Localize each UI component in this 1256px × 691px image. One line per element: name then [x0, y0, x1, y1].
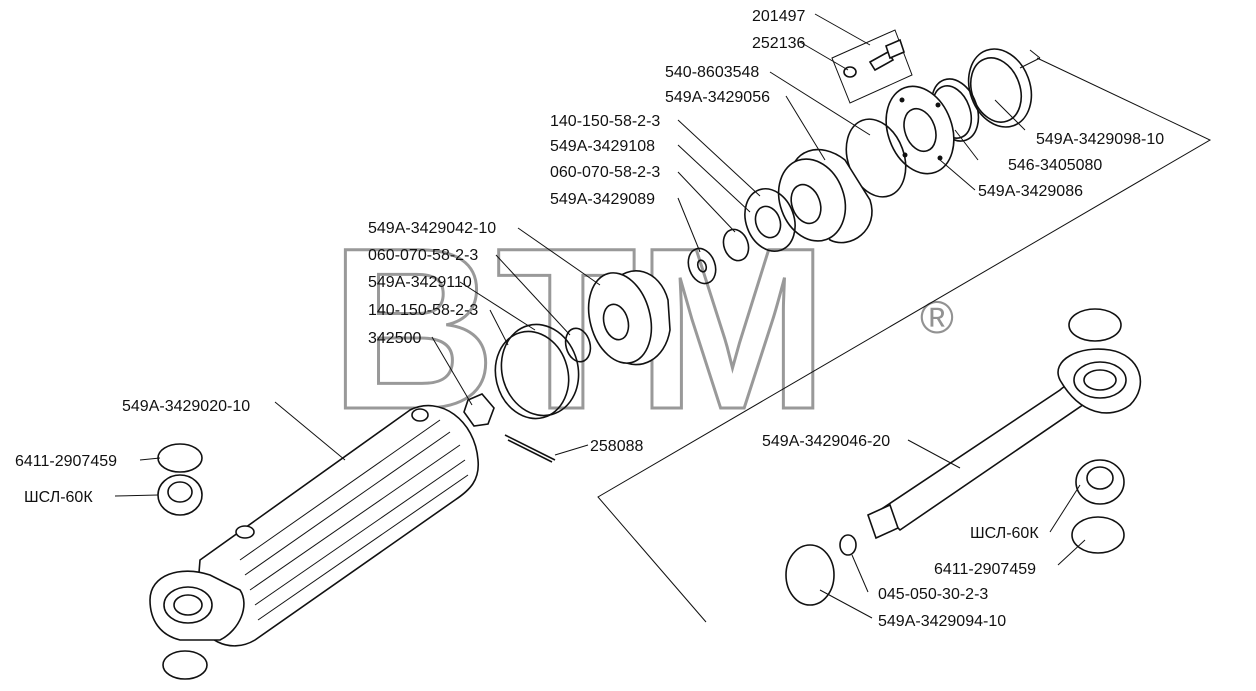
ring-549A-3429094-shape	[785, 544, 835, 606]
label-258088: 258088	[590, 438, 643, 455]
circlip-right-bottom-shape	[1071, 516, 1125, 554]
bolt-washer-group	[831, 29, 913, 104]
rod-eye-shape	[1057, 348, 1142, 414]
label-549A-3429098-10: 549A-3429098-10	[1036, 131, 1164, 148]
leader-lines	[114, 13, 1086, 619]
port-top-shape	[411, 408, 429, 422]
circlip-right-top-shape	[1068, 308, 1122, 342]
label-140-150-58-2-3-mid: 140-150-58-2-3	[368, 302, 478, 319]
label-060-070-58-2-3-top: 060-070-58-2-3	[550, 164, 660, 181]
label-549A-3429042-10: 549A-3429042-10	[368, 220, 496, 237]
ring-140-150-top-shape	[744, 188, 796, 252]
label-549A-3429086: 549A-3429086	[978, 183, 1083, 200]
ring-549A-3429098-shape	[967, 48, 1033, 128]
label-549A-3429020-10: 549A-3429020-10	[122, 398, 250, 415]
ring-140-150-mid-shape	[494, 330, 570, 420]
label-060-070-58-2-3-mid: 060-070-58-2-3	[368, 247, 478, 264]
oring-045-050-shape	[839, 534, 857, 556]
flange-549A-3429086-shape	[885, 85, 955, 175]
part-labels: 201497 252136 540-8603548 549A-3429056 1…	[15, 8, 1164, 630]
circlip-left-top-shape	[157, 443, 203, 473]
middle-piston	[463, 270, 671, 463]
upper-guide	[687, 148, 873, 285]
rod-thread-shape	[867, 503, 899, 540]
bearing-right-shape	[1075, 459, 1125, 505]
piston-549A-3429042-shape	[587, 272, 653, 364]
bearing-left-shape	[157, 474, 203, 516]
piston-rod	[785, 308, 1142, 606]
label-549A-3429094-10: 549A-3429094-10	[878, 613, 1006, 630]
label-140-150-58-2-3-top: 140-150-58-2-3	[550, 113, 660, 130]
label-546-3405080: 546-3405080	[1008, 157, 1102, 174]
label-shsl-60k-right: ШСЛ-60К	[970, 525, 1039, 542]
label-549A-3429056: 549A-3429056	[665, 89, 770, 106]
top-right-parts	[845, 48, 1033, 198]
circlip-left-bottom-shape	[162, 650, 208, 680]
ring-060-070-top-shape	[722, 228, 750, 262]
ring-060-070-mid-shape	[564, 327, 592, 363]
label-6411-2907459-left: 6411-2907459	[15, 453, 117, 470]
label-252136: 252136	[752, 35, 805, 52]
label-shsl-60k-left: ШСЛ-60К	[24, 489, 93, 506]
washer-252136-shape	[843, 66, 857, 78]
port-bottom-shape	[235, 525, 255, 539]
label-540-8603548: 540-8603548	[665, 64, 759, 81]
label-549A-3429089: 549A-3429089	[550, 191, 655, 208]
label-201497: 201497	[752, 8, 805, 25]
bolt-201497-shape	[868, 38, 905, 72]
pin-258088-shape	[504, 434, 556, 461]
nut-342500-shape	[463, 393, 495, 427]
label-549A-3429110: 549A-3429110	[368, 274, 472, 291]
label-6411-2907459-right: 6411-2907459	[934, 561, 1036, 578]
label-549A-3429046-20: 549A-3429046-20	[762, 433, 890, 450]
washer-549A-3429089-shape	[687, 247, 717, 285]
cylinder-body	[149, 404, 480, 680]
label-549A-3429108: 549A-3429108	[550, 138, 655, 155]
label-342500: 342500	[368, 330, 421, 347]
label-045-050-30-2-3: 045-050-30-2-3	[878, 586, 988, 603]
cylinder-eye-shape	[149, 570, 245, 641]
